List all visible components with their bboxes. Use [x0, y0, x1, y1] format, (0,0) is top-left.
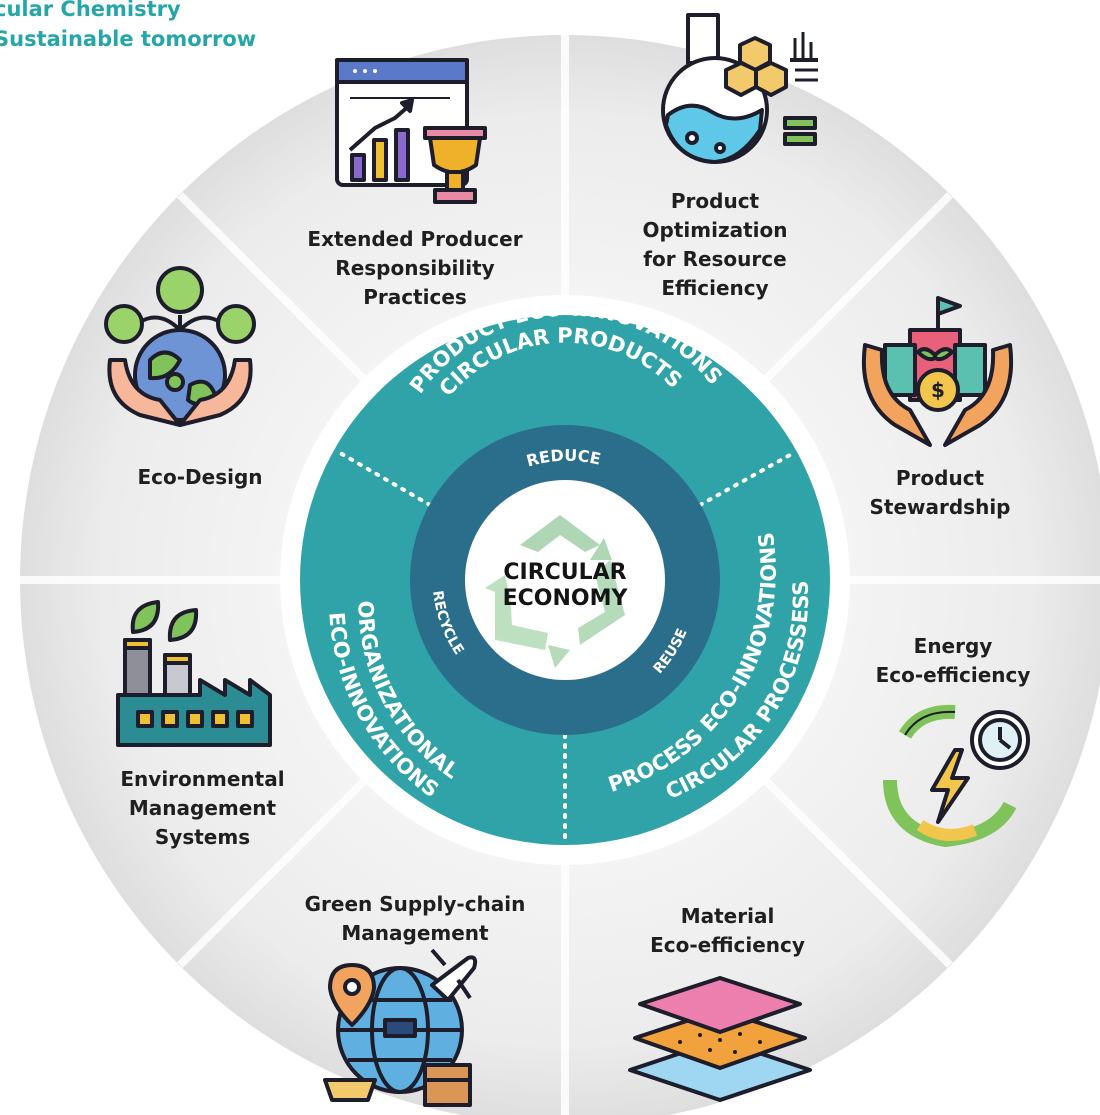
page-header: cular Chemistry Sustainable tomorrow — [0, 0, 256, 54]
material-layers-icon — [628, 976, 812, 1102]
recycle-symbol-icon — [485, 515, 625, 668]
earth-hands-icon — [104, 266, 256, 427]
header-subtitle: Sustainable tomorrow — [0, 27, 257, 51]
label-product-optimization: Product Optimization for Resource Effici… — [642, 189, 788, 300]
ring-separators — [333, 448, 792, 847]
label-energy-eco-efficiency: Energy Eco-efficiency — [875, 634, 1031, 687]
header-title: cular Chemistry — [0, 0, 181, 21]
label-material-eco-efficiency: Material Eco-efficiency — [650, 904, 805, 957]
green-factory-icon — [116, 600, 272, 747]
hands-money-icon: $ — [861, 296, 1014, 447]
center-title: CIRCULAR ECONOMY — [502, 560, 628, 611]
flask-molecule-icon — [661, 13, 818, 164]
globe-logistics-icon — [323, 948, 478, 1107]
energy-cycle-icon — [883, 704, 1030, 847]
label-environmental-management-systems: Environmental Management Systems — [120, 767, 285, 849]
svg-text:$: $ — [931, 378, 945, 402]
label-green-supply-chain: Green Supply-chain Management — [304, 892, 526, 945]
label-extended-producer-responsibility: Extended Producer Responsibility Practic… — [307, 227, 523, 309]
label-product-stewardship: Product Stewardship — [869, 466, 1011, 519]
chart-trophy-icon — [335, 58, 487, 204]
label-eco-design: Eco-Design — [137, 465, 263, 489]
